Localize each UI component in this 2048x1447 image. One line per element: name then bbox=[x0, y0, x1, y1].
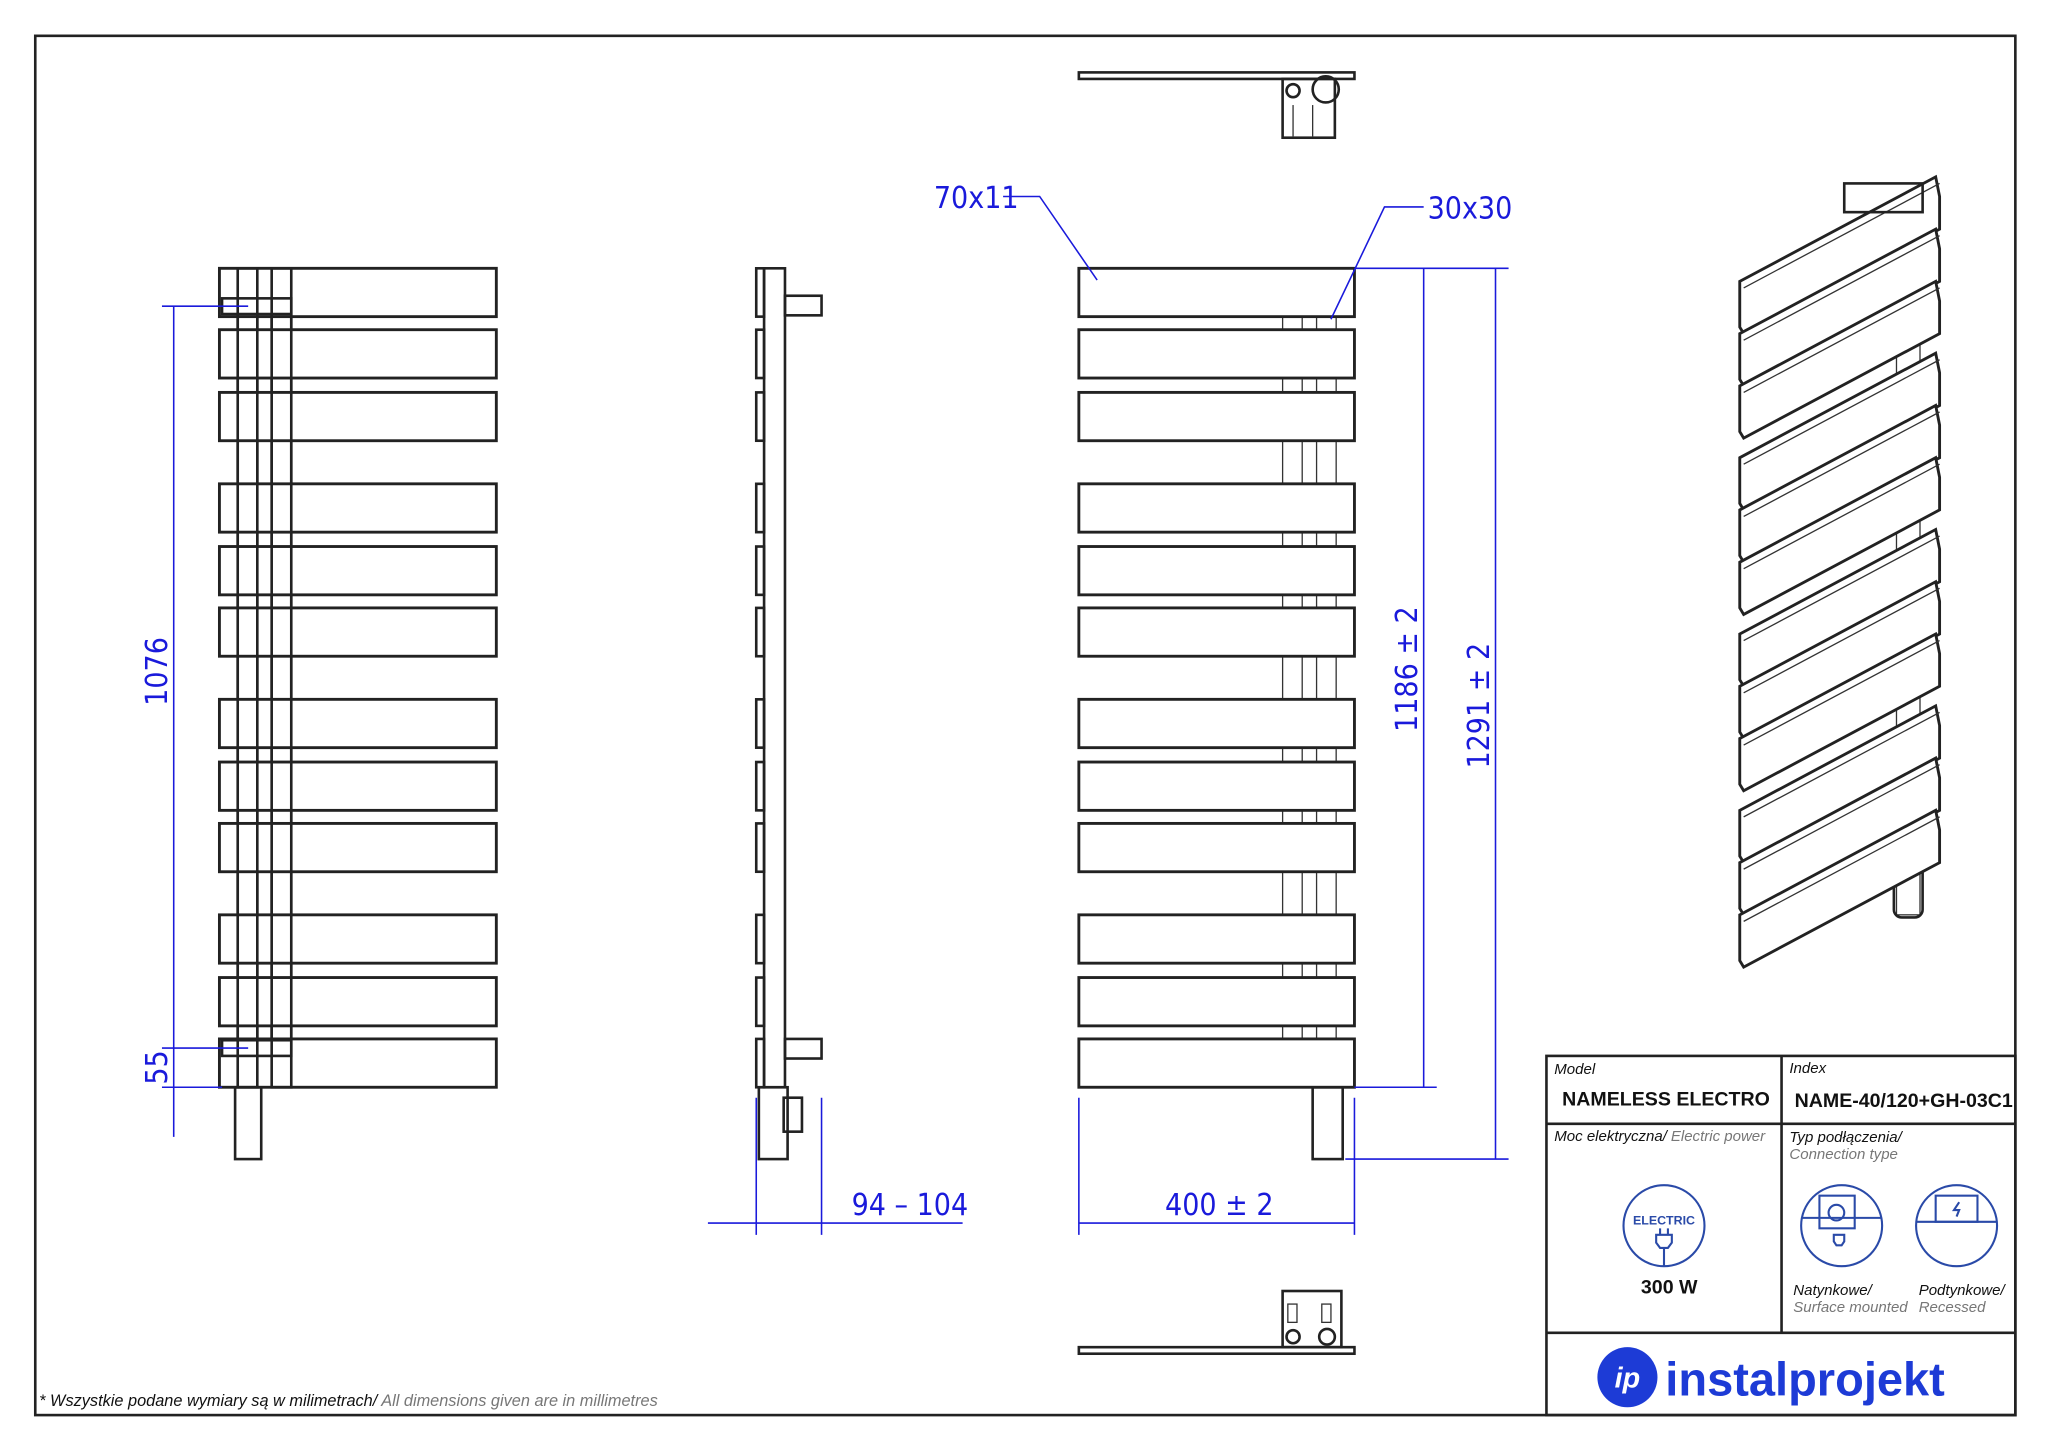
heating-bar bbox=[217, 606, 498, 658]
svg-text:Moc elektryczna/Electric power: Moc elektryczna/Electric power bbox=[1554, 1128, 1766, 1145]
recessed-label-pl: Podtynkowe/ bbox=[1919, 1282, 2007, 1299]
wall-bracket bbox=[783, 1037, 823, 1060]
front-view bbox=[1077, 266, 1356, 1161]
dim-total-height: 1291 ± 2 bbox=[1462, 643, 1497, 769]
heating-bar bbox=[217, 1037, 498, 1089]
heating-bar bbox=[1077, 266, 1356, 319]
heating-bar bbox=[1738, 174, 1942, 336]
model-value: NAMELESS ELECTRO bbox=[1562, 1089, 1770, 1111]
heating-bar bbox=[217, 913, 498, 965]
power-value: 300 W bbox=[1641, 1277, 1698, 1299]
bottom-view bbox=[1077, 1289, 1356, 1356]
electric-icon-text: ELECTRIC bbox=[1633, 1213, 1695, 1227]
collector bbox=[270, 267, 293, 1089]
heating-bar bbox=[217, 266, 498, 319]
heating-bar bbox=[1738, 279, 1942, 441]
surface-label-pl: Natynkowe/ bbox=[1793, 1282, 1873, 1299]
heating-bar bbox=[1077, 976, 1356, 1028]
heating-bar-profile bbox=[754, 545, 766, 597]
heating-bar bbox=[1738, 808, 1942, 970]
heating-bar bbox=[217, 390, 498, 443]
index-value: NAME-40/120+GH-03C1 bbox=[1795, 1090, 2013, 1112]
heating-bar bbox=[217, 545, 498, 597]
heating-bar-profile bbox=[754, 976, 766, 1028]
dim-bar-profile: 70x11 bbox=[934, 181, 1019, 216]
heating-bar bbox=[1077, 606, 1356, 658]
top-view bbox=[1077, 71, 1356, 140]
dim-mount-spacing: 1076 bbox=[140, 637, 175, 706]
dim-bottom-offset: 55 bbox=[140, 1050, 175, 1084]
heating-bar bbox=[1738, 455, 1942, 617]
heating-element bbox=[1311, 1085, 1344, 1161]
recessed-label-en: Recessed bbox=[1919, 1299, 1986, 1316]
heating-bar-profile bbox=[754, 698, 766, 749]
heating-bar bbox=[1738, 403, 1942, 565]
surface-mounted-icon bbox=[1800, 1184, 1884, 1268]
heating-bar bbox=[217, 328, 498, 380]
side-view bbox=[754, 267, 823, 1161]
drawing-frame bbox=[33, 34, 2017, 1417]
recessed-icon bbox=[1915, 1184, 1999, 1268]
heating-bar bbox=[1077, 697, 1356, 750]
model-label: Model bbox=[1554, 1061, 1596, 1078]
wall-bracket bbox=[783, 294, 823, 317]
heating-bar-profile bbox=[754, 822, 766, 874]
heating-bar-profile bbox=[754, 267, 766, 318]
electric-plug-icon: ELECTRIC bbox=[1622, 1184, 1706, 1268]
heating-bar bbox=[1738, 755, 1942, 917]
power-label-en: Electric power bbox=[1671, 1128, 1766, 1145]
heating-element bbox=[233, 1085, 263, 1161]
heating-bar bbox=[1077, 390, 1356, 443]
heating-bar bbox=[1738, 527, 1942, 689]
heating-bar bbox=[217, 482, 498, 534]
isometric-view bbox=[1738, 174, 1942, 970]
rear-view bbox=[217, 266, 498, 1161]
heating-bar bbox=[1738, 226, 1942, 388]
connection-label-en: Connection type bbox=[1789, 1146, 1898, 1163]
footnote-en: All dimensions given are in millimetres bbox=[380, 1392, 658, 1410]
heating-bar bbox=[1077, 821, 1356, 874]
heating-bar bbox=[1077, 482, 1356, 534]
heating-bar-profile bbox=[754, 1037, 766, 1089]
heating-bar bbox=[1738, 351, 1942, 512]
svg-text:ip: ip bbox=[1615, 1363, 1641, 1395]
dim-collector-profile: 30x30 bbox=[1428, 192, 1513, 227]
heating-bar-profile bbox=[754, 391, 766, 443]
footnote: * Wszystkie podane wymiary są w milimetr… bbox=[39, 1392, 658, 1410]
heating-bar-profile bbox=[754, 913, 766, 965]
heating-bar bbox=[1077, 545, 1356, 597]
collector bbox=[762, 267, 787, 1089]
heating-bar bbox=[1077, 1037, 1356, 1089]
dim-depth: 94 – 104 bbox=[852, 1188, 969, 1223]
heating-bar-profile bbox=[754, 482, 766, 534]
power-label-pl: Moc elektryczna/ bbox=[1554, 1128, 1668, 1145]
heating-bar-profile bbox=[754, 606, 766, 658]
surface-label-en: Surface mounted bbox=[1793, 1299, 1908, 1316]
title-block: Model NAMELESS ELECTRO Index NAME-40/120… bbox=[1545, 1054, 2017, 1417]
heating-bar bbox=[217, 821, 498, 874]
index-label: Index bbox=[1789, 1060, 1826, 1077]
heating-bar bbox=[217, 976, 498, 1028]
heating-bar bbox=[1738, 579, 1942, 741]
connection-label-pl: Typ podłączenia/ bbox=[1789, 1129, 1903, 1146]
dim-width: 400 ± 2 bbox=[1165, 1188, 1274, 1223]
heating-bar bbox=[1738, 631, 1942, 793]
heating-element bbox=[757, 1085, 789, 1161]
heating-bar bbox=[1077, 760, 1356, 812]
brand-name: instalprojekt bbox=[1665, 1353, 1945, 1406]
control-box bbox=[782, 1096, 804, 1133]
wall-bracket bbox=[1842, 182, 1924, 214]
heating-bar bbox=[1077, 328, 1356, 380]
dimension-lines: 70x11 30x30 1186 ± 2 1291 ± 2 400 ± 2 94… bbox=[140, 181, 1512, 1235]
collector bbox=[236, 267, 259, 1089]
instalprojekt-logo: ip instalprojekt bbox=[1597, 1347, 1945, 1408]
heating-bar bbox=[1738, 703, 1942, 865]
heating-bar bbox=[1077, 913, 1356, 965]
footnote-pl: * Wszystkie podane wymiary są w milimetr… bbox=[39, 1392, 379, 1410]
heating-bar bbox=[217, 697, 498, 750]
dim-height-last-bar: 1186 ± 2 bbox=[1390, 606, 1425, 732]
heating-bar-profile bbox=[754, 328, 766, 380]
heating-bar bbox=[217, 760, 498, 812]
heating-bar-profile bbox=[754, 760, 766, 812]
